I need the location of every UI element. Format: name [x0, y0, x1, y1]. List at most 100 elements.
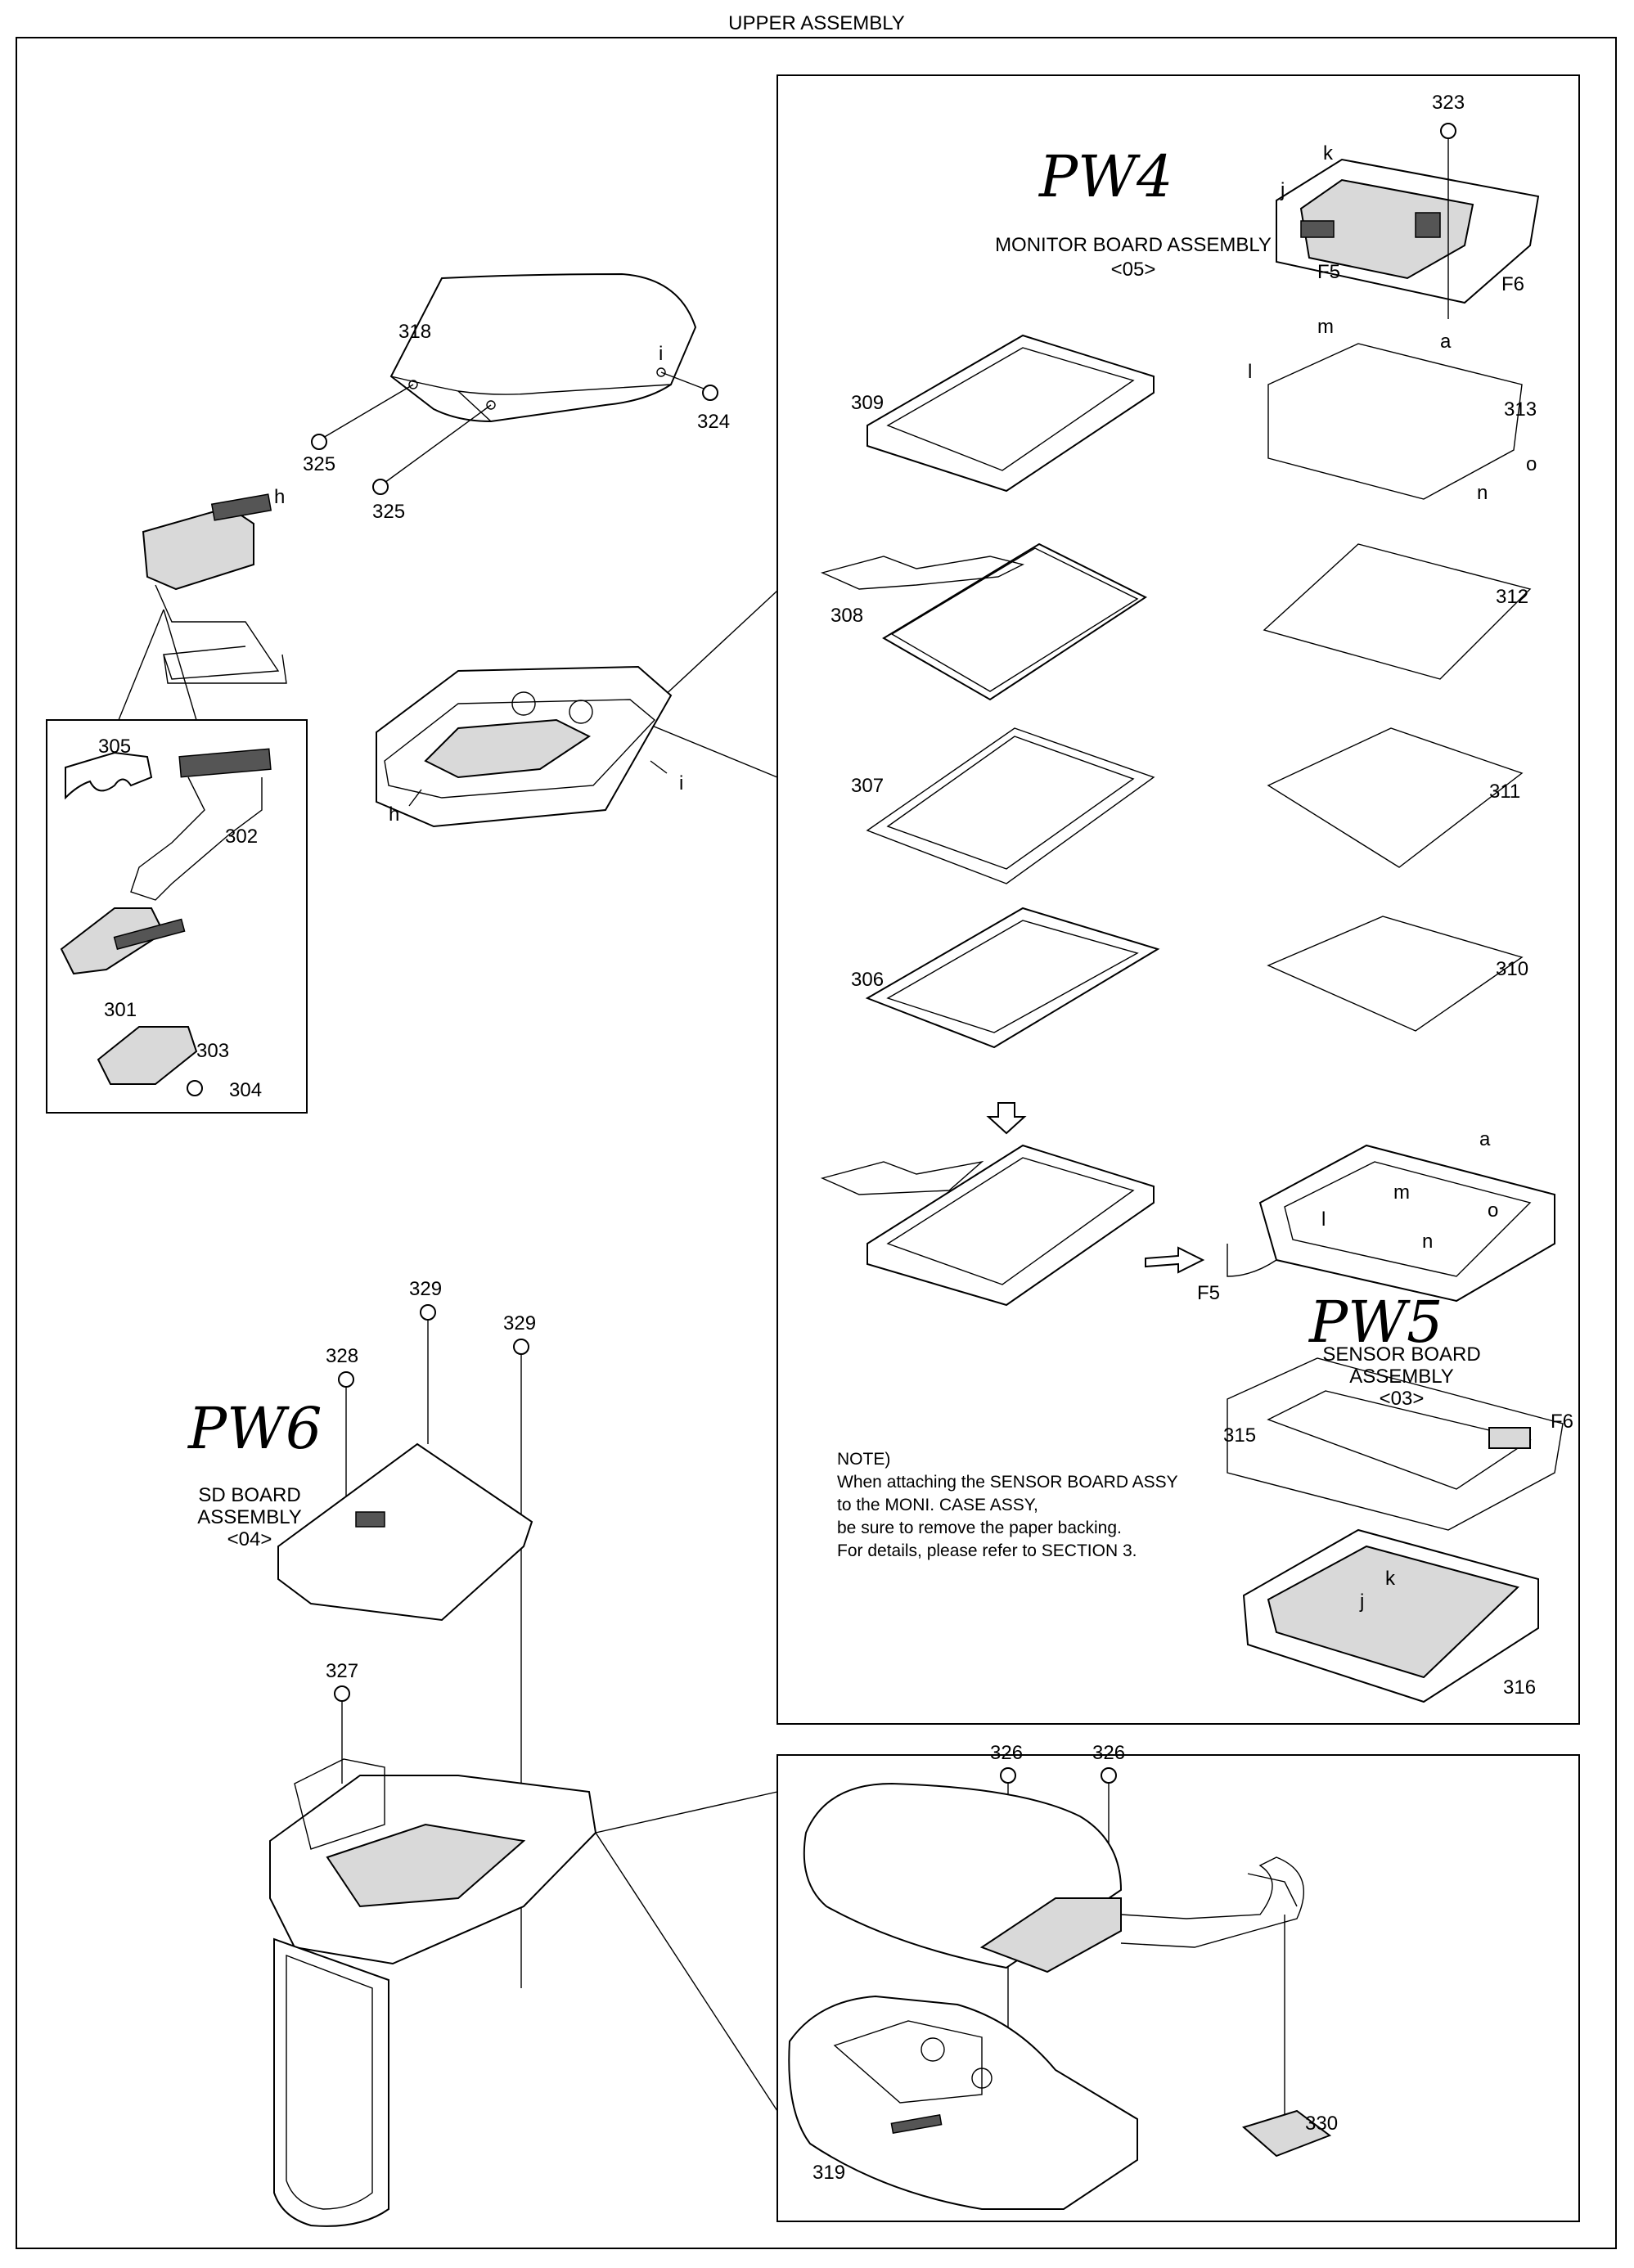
part-label: 323 — [1432, 92, 1465, 114]
part-label: 315 — [1223, 1424, 1256, 1447]
leader-case-lower — [595, 1832, 778, 2112]
case-top-shell — [803, 1782, 1304, 1973]
pw5-handwritten: PW5 — [1308, 1289, 1443, 1356]
connection-letter-l: l — [1248, 361, 1252, 383]
part-308-lcd — [820, 542, 1147, 701]
main-body-case — [269, 1758, 597, 2227]
part-302-flex — [130, 748, 272, 901]
monitor-board-code: <05> — [1111, 259, 1156, 281]
connection-letter-i: i — [659, 343, 663, 365]
screw-327 — [334, 1685, 350, 1702]
sensor-board-code: <03> — [1380, 1388, 1425, 1410]
screw-325a — [311, 434, 327, 450]
monitor-detail-frame — [776, 74, 1580, 1725]
pw6-handwritten: PW6 — [187, 1395, 322, 1462]
note-block: NOTE) When attaching the SENSOR BOARD AS… — [837, 1450, 1178, 1560]
right-arrow-icon — [1145, 1246, 1205, 1274]
part-label: 311 — [1489, 781, 1520, 803]
part-316-moni-case — [1242, 1528, 1539, 1703]
connection-letter-m: m — [1393, 1181, 1410, 1204]
part-305-bracket — [65, 751, 153, 800]
connection-letter-k: k — [1385, 1568, 1396, 1590]
connection-letter-f6: F6 — [1551, 1411, 1573, 1433]
sensor-board-name-1: SENSOR BOARD — [1322, 1343, 1480, 1366]
leader-hinge-left — [118, 609, 164, 721]
connection-letter-o: o — [1526, 453, 1537, 475]
part-label: 304 — [229, 1079, 262, 1101]
part-311-sheet — [1267, 727, 1524, 868]
part-label: 327 — [326, 1660, 358, 1682]
part-301-hinge — [60, 907, 186, 975]
part-label: 328 — [326, 1345, 358, 1367]
connection-letter-a: a — [1479, 1128, 1491, 1150]
part-label: 303 — [196, 1040, 229, 1062]
connection-letter-n: n — [1422, 1231, 1433, 1253]
connection-letter-i: i — [679, 772, 683, 794]
monitor-case-middle — [376, 665, 673, 828]
hinge-detail-frame — [46, 719, 308, 1114]
part-310-sheet — [1267, 916, 1524, 1032]
part-label: 316 — [1503, 1676, 1536, 1699]
part-315-sensor-board — [1227, 1357, 1564, 1531]
connection-letter-l: l — [1321, 1208, 1326, 1231]
part-319-case-bottom — [788, 1995, 1138, 2210]
part-307-sheet — [866, 727, 1155, 884]
moni-case-assembled — [1227, 1144, 1555, 1303]
part-330-sheet — [1241, 1915, 1332, 2158]
connection-letter-f6: F6 — [1501, 273, 1524, 295]
note-line-2: to the MONI. CASE ASSY, — [837, 1496, 1038, 1514]
connection-letter-a: a — [1440, 331, 1452, 353]
part-312-sheet — [1263, 543, 1532, 680]
connection-letter-k: k — [1323, 142, 1334, 164]
note-heading: NOTE) — [837, 1450, 890, 1469]
part-label: 308 — [831, 605, 863, 627]
part-313-sheet — [1267, 343, 1523, 500]
page-title: UPPER ASSEMBLY — [728, 12, 905, 34]
connection-letter-h: h — [274, 486, 285, 508]
screw-329b — [513, 1339, 529, 1355]
note-line-4: For details, please refer to SECTION 3. — [837, 1541, 1137, 1560]
screw-323 — [1440, 123, 1456, 139]
monitor-board-assembly — [1276, 158, 1540, 304]
pw4-handwritten: PW4 — [1038, 143, 1173, 210]
note-line-1: When attaching the SENSOR BOARD ASSY — [837, 1473, 1178, 1492]
part-label: 307 — [851, 775, 884, 797]
screw-326a — [1000, 1767, 1016, 1784]
part-label: 318 — [398, 321, 431, 343]
combined-lcd-frame — [820, 1144, 1155, 1307]
screw-329a — [420, 1304, 436, 1321]
connection-letter-f5: F5 — [1197, 1282, 1220, 1304]
part-label: 301 — [104, 999, 137, 1021]
leader-hinge-right — [163, 609, 197, 721]
screw-328 — [338, 1371, 354, 1388]
part-label: 312 — [1496, 586, 1528, 608]
part-309-frame — [867, 334, 1155, 493]
connection-letter-n: n — [1477, 482, 1488, 504]
sensor-board-name-2: ASSEMBLY — [1349, 1366, 1454, 1388]
monitor-board-name: MONITOR BOARD ASSEMBLY — [995, 234, 1272, 256]
sd-board-assembly — [277, 1442, 533, 1622]
sd-board-name-2: ASSEMBLY — [197, 1506, 302, 1528]
connection-letter-h: h — [389, 803, 399, 826]
part-label: 325 — [303, 453, 335, 475]
part-306-frame — [865, 907, 1160, 1049]
part-303-clip — [97, 1026, 198, 1085]
part-label: 319 — [812, 2162, 845, 2184]
part-label: 309 — [851, 392, 884, 414]
part-label: 330 — [1305, 2113, 1338, 2135]
screw-325b — [372, 479, 389, 495]
down-arrow-icon — [986, 1102, 1027, 1135]
connection-letter-f5: F5 — [1317, 261, 1340, 283]
case-detail-frame — [776, 1754, 1580, 2222]
part-label: 325 — [372, 501, 405, 523]
connection-letter-j: j — [1280, 179, 1285, 201]
part-label: 313 — [1504, 398, 1537, 421]
part-label: 329 — [503, 1312, 536, 1334]
part-label: 310 — [1496, 958, 1528, 980]
connection-letter-m: m — [1317, 316, 1334, 338]
part-label: 306 — [851, 969, 884, 991]
outer-frame — [16, 37, 1617, 2249]
part-304-washer — [187, 1080, 203, 1096]
